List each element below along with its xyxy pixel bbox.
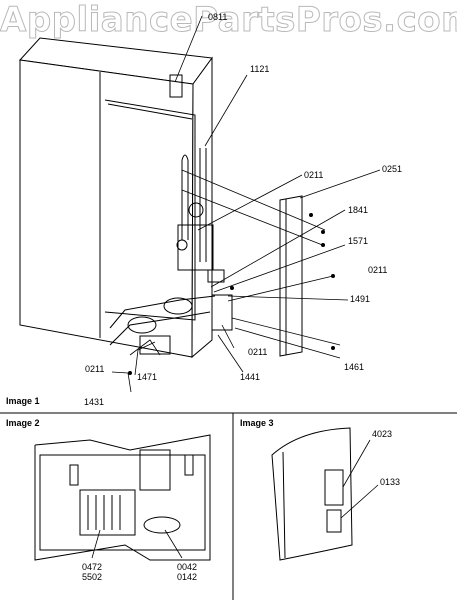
image1-label: Image 1 [6, 396, 40, 406]
image2-cabinet-bottom [34, 434, 211, 561]
callout-1471: 1471 [137, 372, 157, 382]
callout-0811: 0811 [208, 12, 227, 22]
callout-5502: 5502 [82, 572, 102, 582]
callout-1841: 1841 [348, 205, 368, 215]
condenser-assembly [176, 148, 225, 283]
callout-0211-b: 0211 [368, 265, 387, 275]
callout-1491: 1491 [350, 294, 370, 304]
callout-4023: 4023 [372, 429, 392, 439]
rear-panel [279, 195, 303, 357]
callout-1571: 1571 [348, 236, 368, 246]
watermark: AppliancePartsPros.com [0, 0, 457, 41]
image3-side-panel [271, 427, 379, 561]
panel-labels: Image 1 Image 2 Image 3 [6, 396, 274, 428]
compressor-area [109, 294, 233, 355]
image2-label: Image 2 [6, 418, 40, 428]
callout-0211-c: 0211 [248, 347, 267, 357]
callout-0142: 0142 [177, 572, 197, 582]
leader-lines-image1 [111, 15, 381, 393]
screws [128, 213, 335, 375]
callout-1121: 1121 [250, 64, 269, 74]
callout-0133: 0133 [380, 477, 400, 487]
callout-labels: 0811 1121 0211 0251 1841 1571 0211 1491 … [82, 12, 402, 582]
callout-1441: 1441 [240, 372, 260, 382]
refrigerator-cabinet [18, 37, 213, 359]
callout-0211-a: 0211 [304, 170, 323, 180]
image3-label: Image 3 [240, 418, 274, 428]
callout-0211-d: 0211 [85, 364, 104, 374]
callout-0042: 0042 [177, 562, 197, 572]
callout-1431: 1431 [84, 397, 104, 407]
callout-0251: 0251 [382, 164, 402, 174]
callout-1461: 1461 [344, 362, 364, 372]
callout-0472: 0472 [82, 562, 102, 572]
